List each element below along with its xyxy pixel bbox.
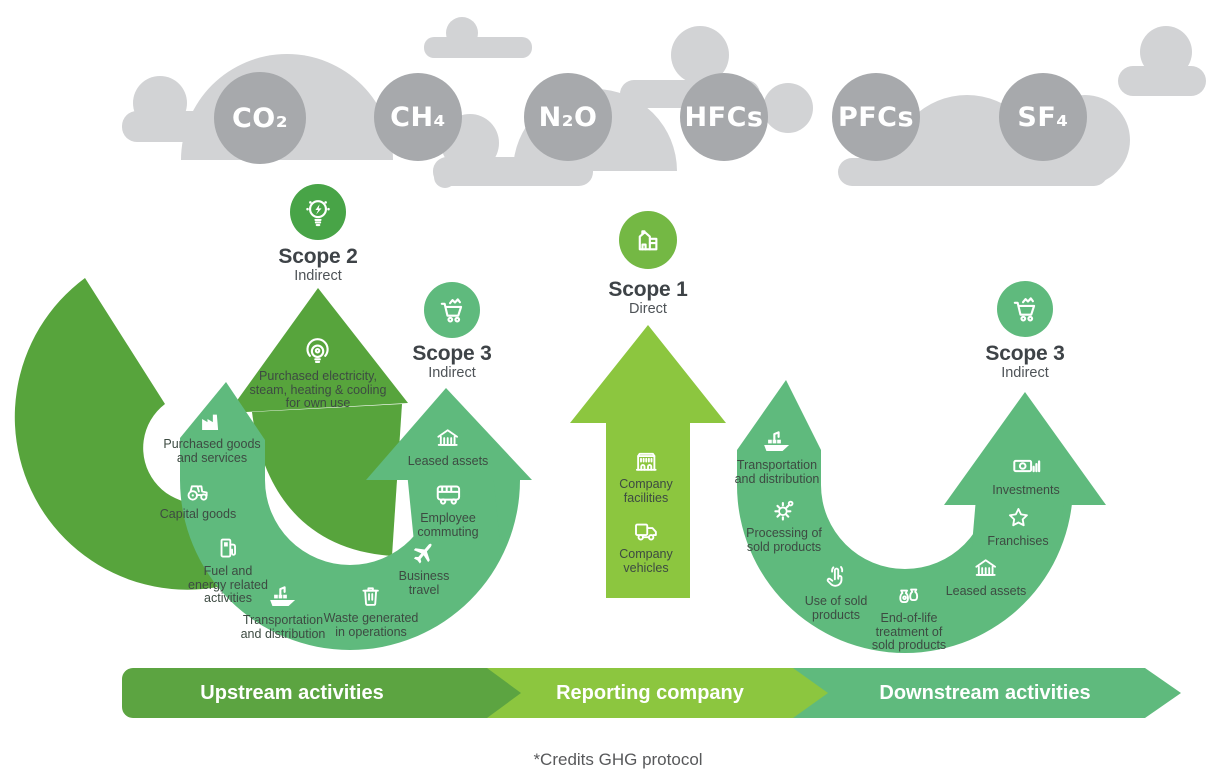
scope3-downstream-header: Scope 3 Indirect (985, 342, 1064, 382)
gas-ch4: CH₄ (374, 73, 462, 161)
house-icon (433, 423, 463, 453)
scope2-subtitle: Indirect (294, 268, 342, 284)
downstream-item: Leased assets (945, 553, 1027, 599)
downstream-item: Transportation and distribution (734, 423, 820, 486)
upstream-item: Leased assets (407, 423, 489, 469)
star-icon (1003, 503, 1033, 533)
shopping-cart-icon (1008, 292, 1042, 326)
gas-co2-label: CO₂ (231, 102, 289, 134)
scope2-title: Scope 2 (278, 245, 358, 268)
upstream-item-label: Purchased goods and services (163, 437, 261, 465)
truck-icon (631, 516, 661, 546)
tractor-icon (183, 476, 213, 506)
downstream-item-label: Leased assets (945, 584, 1027, 598)
banner-upstream-chevron (122, 668, 521, 718)
upstream-item-label: Capital goods (159, 507, 237, 521)
gas-hfcs-label: HFCs (684, 101, 764, 133)
factory-icon (197, 406, 227, 436)
scope3-upstream-subtitle: Indirect (428, 365, 476, 381)
scope3-downstream-badge (997, 281, 1053, 337)
downstream-item-label: Franchises (987, 534, 1049, 548)
house-icon (971, 553, 1001, 583)
gas-sf4: SF₄ (999, 73, 1087, 161)
gas-co2: CO₂ (214, 72, 306, 164)
upstream-item: Transportation and distribution (240, 578, 326, 641)
scope1-title: Scope 1 (608, 278, 688, 301)
scope1-header: Scope 1 Direct (608, 278, 687, 318)
upstream-item: Purchased goods and services (163, 406, 261, 465)
banner-upstream-label: Upstream activities (200, 682, 384, 704)
downstream-item: End-of-life treatment of sold products (872, 580, 946, 653)
scope2-header: Scope 2 Indirect (278, 245, 357, 285)
scope3-downstream-title: Scope 3 (985, 342, 1065, 365)
trash-icon (356, 580, 386, 610)
upstream-item: Fuel and energy related activities (188, 533, 268, 606)
scope2-arrow-label: Purchased electricity, steam, heating & … (249, 369, 387, 410)
scope3-upstream-title: Scope 3 (412, 342, 492, 365)
lightbulb-rays-icon (301, 334, 335, 368)
company-building-icon (631, 446, 661, 476)
upstream-item-label: Leased assets (407, 454, 489, 468)
cargo-ship-icon (266, 578, 300, 612)
gas-hfcs: HFCs (680, 73, 768, 161)
banner-reporting-chevron (487, 668, 828, 718)
scope3-downstream-subtitle: Indirect (1001, 365, 1049, 381)
touch-hand-icon (821, 563, 851, 593)
waste-bags-icon (894, 580, 924, 610)
downstream-item-label: End-of-life treatment of sold products (871, 611, 947, 652)
shopping-cart-icon (435, 293, 469, 327)
downstream-item: Use of sold products (804, 563, 868, 622)
upstream-item-label: Business travel (398, 569, 450, 597)
downstream-item-label: Investments (992, 483, 1060, 497)
house-factory-icon (631, 223, 665, 257)
investment-icon (1010, 450, 1042, 482)
gas-n2o-label: N₂O (538, 101, 598, 133)
scope1-item-label: Company vehicles (619, 547, 673, 575)
downstream-item-label: Processing of sold products (746, 526, 822, 554)
scope1-item-label: Company facilities (619, 477, 673, 505)
upstream-item: Employee commuting (417, 478, 479, 539)
lightbulb-bolt-icon (301, 195, 335, 229)
credits-caption: *Credits GHG protocol (533, 750, 703, 769)
downstream-arc-shape (737, 380, 1106, 653)
upstream-item: Business travel (398, 538, 450, 597)
banner-reporting-label: Reporting company (556, 682, 744, 704)
upstream-item-label: Employee commuting (417, 511, 479, 539)
scope3-upstream-badge (424, 282, 480, 338)
gas-n2o: N₂O (524, 73, 612, 161)
gas-pfcs-label: PFCs (837, 101, 915, 133)
upstream-item: Waste generated in operations (323, 580, 419, 639)
upstream-item-label: Waste generated in operations (323, 611, 419, 639)
downstream-item: Franchises (987, 503, 1049, 549)
upstream-item: Capital goods (160, 476, 236, 522)
downstream-item: Investments (992, 450, 1060, 498)
scope2-arrow-shape (228, 288, 408, 556)
upstream-arc-shape (180, 382, 532, 650)
cargo-ship-icon (760, 423, 794, 457)
downstream-item-label: Transportation and distribution (734, 458, 820, 486)
gas-sf4-label: SF₄ (1017, 101, 1069, 133)
gas-ch4-label: CH₄ (390, 101, 446, 133)
scope1-badge (619, 211, 677, 269)
downstream-item-label: Use of sold products (804, 594, 868, 622)
fuel-pump-icon (213, 533, 243, 563)
gear-icon (769, 495, 799, 525)
scope1-subtitle: Direct (629, 301, 667, 317)
gas-pfcs: PFCs (832, 73, 920, 161)
scope2-arrow-item: Purchased electricity, steam, heating & … (249, 334, 387, 411)
scope3-upstream-header: Scope 3 Indirect (412, 342, 491, 382)
scope1-item: Company vehicles (619, 516, 673, 575)
upstream-item-label: Fuel and energy related activities (188, 564, 268, 605)
upstream-item-label: Transportation and distribution (240, 613, 326, 641)
banner-downstream-chevron (793, 668, 1181, 718)
bus-icon (432, 478, 464, 510)
scope1-item: Company facilities (619, 446, 673, 505)
airplane-icon (409, 538, 439, 568)
downstream-item: Processing of sold products (746, 495, 822, 554)
banner-downstream-label: Downstream activities (879, 682, 1091, 704)
scope2-badge (290, 184, 346, 240)
